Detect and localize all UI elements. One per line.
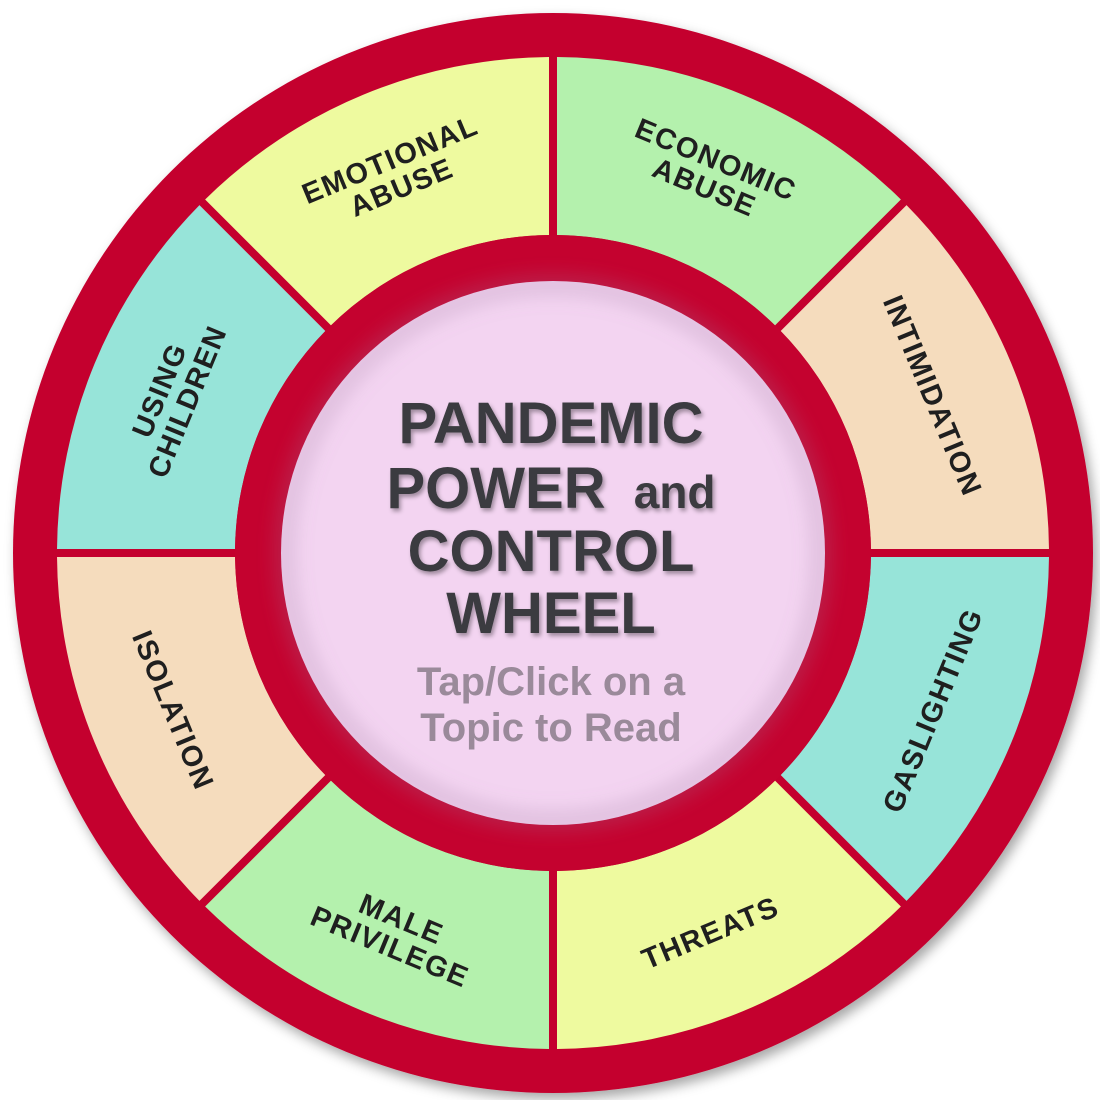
- segment-economic-abuse[interactable]: ECONOMICABUSE: [556, 57, 901, 326]
- title-line-2-main: POWER: [386, 456, 605, 521]
- segments-layer: ECONOMICABUSEINTIMIDATIONGASLIGHTINGTHRE…: [57, 57, 1049, 1049]
- segment-gaslighting-shape: [780, 556, 1049, 901]
- segment-threats[interactable]: THREATS: [556, 780, 901, 1049]
- subtitle-line-2: Topic to Read: [420, 706, 681, 750]
- segment-emotional-abuse-shape: [205, 57, 550, 326]
- segment-isolation-shape: [57, 556, 326, 901]
- title-line-2: POWER and: [386, 456, 715, 521]
- center-subtitle: Tap/Click on a Topic to Read: [417, 660, 686, 750]
- title-line-3: CONTROL: [408, 519, 695, 584]
- segment-economic-abuse-shape: [556, 57, 901, 326]
- segment-male-privilege-shape: [205, 780, 550, 1049]
- title-line-4: WHEEL: [446, 581, 655, 646]
- segment-emotional-abuse[interactable]: EMOTIONALABUSE: [205, 57, 550, 326]
- segment-gaslighting[interactable]: GASLIGHTING: [780, 556, 1049, 901]
- segment-intimidation[interactable]: INTIMIDATION: [780, 205, 1049, 550]
- segment-male-privilege[interactable]: MALEPRIVILEGE: [205, 780, 550, 1049]
- hub-shade: [278, 278, 828, 828]
- title-line-2-small: and: [634, 466, 716, 518]
- segment-using-children[interactable]: USINGCHILDREN: [57, 205, 326, 550]
- center-title: PANDEMIC POWER and CONTROL WHEEL: [386, 391, 715, 646]
- center-hub: [281, 281, 825, 825]
- segment-using-children-shape: [57, 205, 326, 550]
- segment-intimidation-shape: [780, 205, 1049, 550]
- title-line-1: PANDEMIC: [398, 391, 703, 456]
- subtitle-line-1: Tap/Click on a: [417, 660, 686, 704]
- segment-isolation[interactable]: ISOLATION: [57, 556, 326, 901]
- segment-threats-shape: [556, 780, 901, 1049]
